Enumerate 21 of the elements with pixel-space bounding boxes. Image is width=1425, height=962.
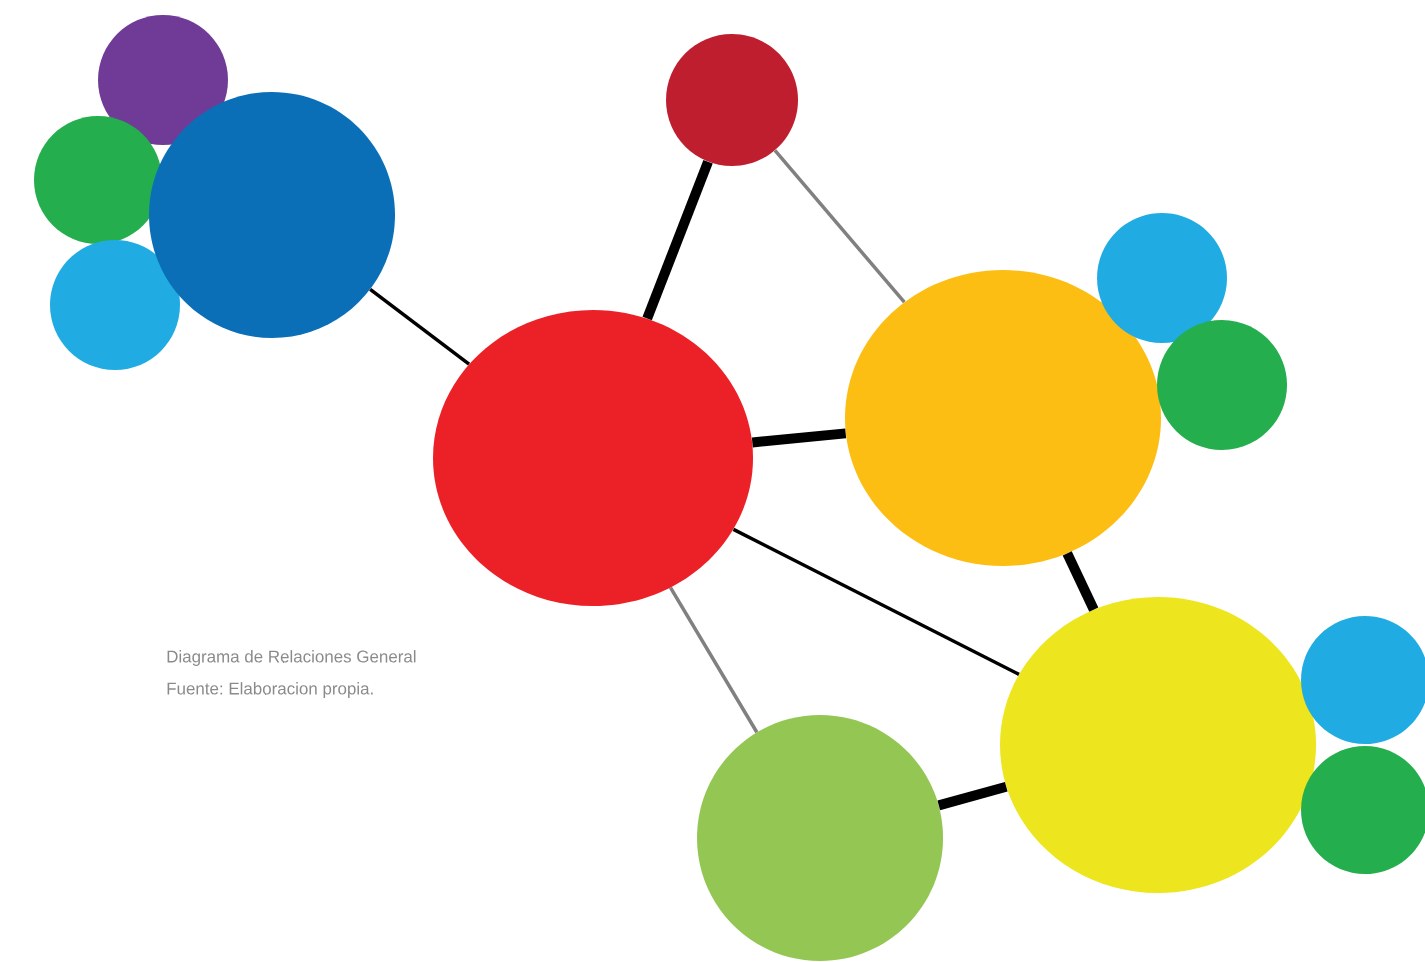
line (751, 428, 847, 448)
circle (697, 715, 943, 961)
line (937, 781, 1008, 811)
circle (34, 116, 162, 244)
circle (50, 240, 180, 370)
circle (433, 310, 753, 606)
line (732, 527, 1020, 676)
circle (1000, 597, 1316, 893)
circle (98, 15, 228, 145)
line (669, 586, 759, 734)
title: Diagrama de Relaciones General (167, 650, 416, 666)
circle (1157, 320, 1287, 450)
caption: Fuente: Elaboracion propia. (167, 682, 373, 698)
circle (666, 34, 798, 166)
circle (1097, 213, 1227, 343)
circle (149, 92, 395, 338)
line (773, 149, 906, 304)
circle (845, 270, 1161, 566)
line (642, 159, 713, 321)
line (1062, 551, 1099, 612)
line (369, 287, 471, 366)
